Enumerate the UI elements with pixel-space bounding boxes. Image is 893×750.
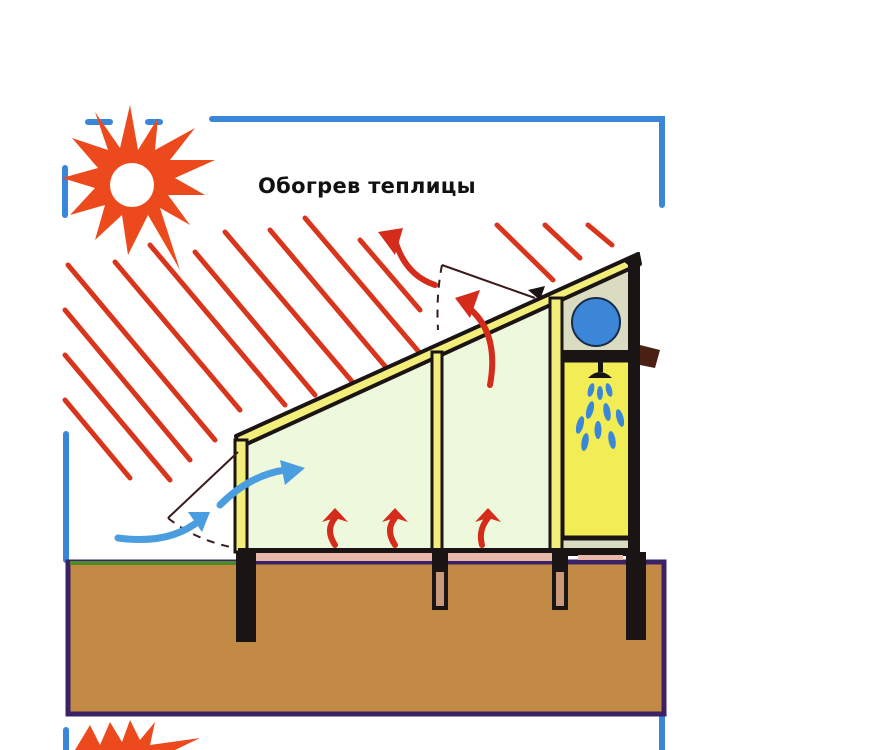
sun-icon-partial bbox=[75, 720, 200, 750]
vent-flap bbox=[167, 264, 536, 549]
foundation-posts bbox=[236, 552, 646, 642]
warm-air-arrows bbox=[327, 237, 496, 548]
cold-air-arrows bbox=[114, 466, 289, 544]
sunray-lines bbox=[62, 215, 615, 483]
shower-icon bbox=[575, 362, 625, 451]
warm-air-arrowheads bbox=[322, 228, 501, 522]
greenhouse-body bbox=[240, 298, 555, 550]
diagram-title: Обогрев теплицы bbox=[258, 174, 476, 198]
soil-block bbox=[65, 559, 667, 717]
cold-air-arrowheads bbox=[188, 460, 305, 532]
water-tank-icon bbox=[571, 297, 621, 347]
sun-icon bbox=[62, 105, 215, 270]
